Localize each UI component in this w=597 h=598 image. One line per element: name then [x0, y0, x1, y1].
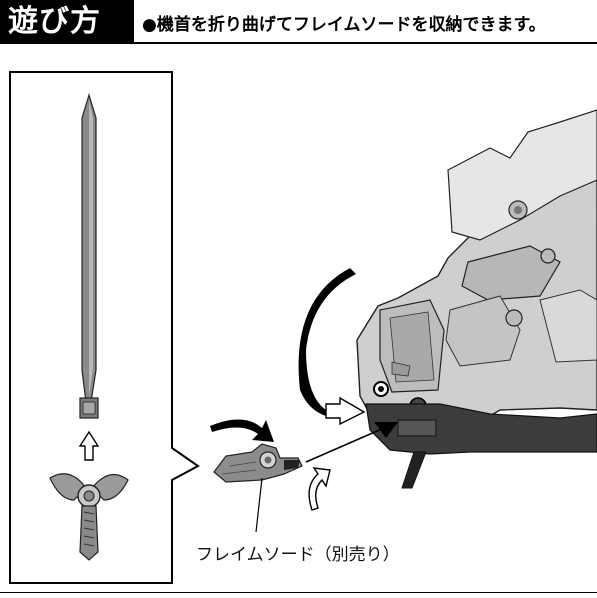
curved-arrow-icon	[210, 419, 274, 442]
sword-caption: フレイムソード（別売り）	[196, 545, 400, 565]
caption-leader-line	[255, 477, 263, 533]
inset-panel	[9, 71, 200, 584]
instruction-text: ●機首を折り曲げてフレイムソードを収納できます。	[142, 15, 546, 35]
header-underline	[134, 42, 597, 44]
rotate-arrow-icon	[298, 268, 366, 426]
header-bar: 遊び方 ●機首を折り曲げてフレイムソードを収納できます。	[0, 0, 597, 44]
insert-arrow-icon	[305, 422, 398, 463]
up-arrow-icon	[78, 430, 100, 461]
sword-hilt-icon	[49, 473, 129, 561]
section-tag	[0, 0, 134, 44]
bottom-rule	[0, 592, 597, 593]
section-title: 遊び方	[8, 4, 101, 39]
long-sword-icon	[79, 92, 99, 419]
instruction-illustration	[9, 71, 597, 584]
small-curve-arrow-icon	[308, 467, 331, 511]
mecha-body-icon	[356, 109, 597, 489]
folded-sword-part-icon	[213, 443, 303, 483]
